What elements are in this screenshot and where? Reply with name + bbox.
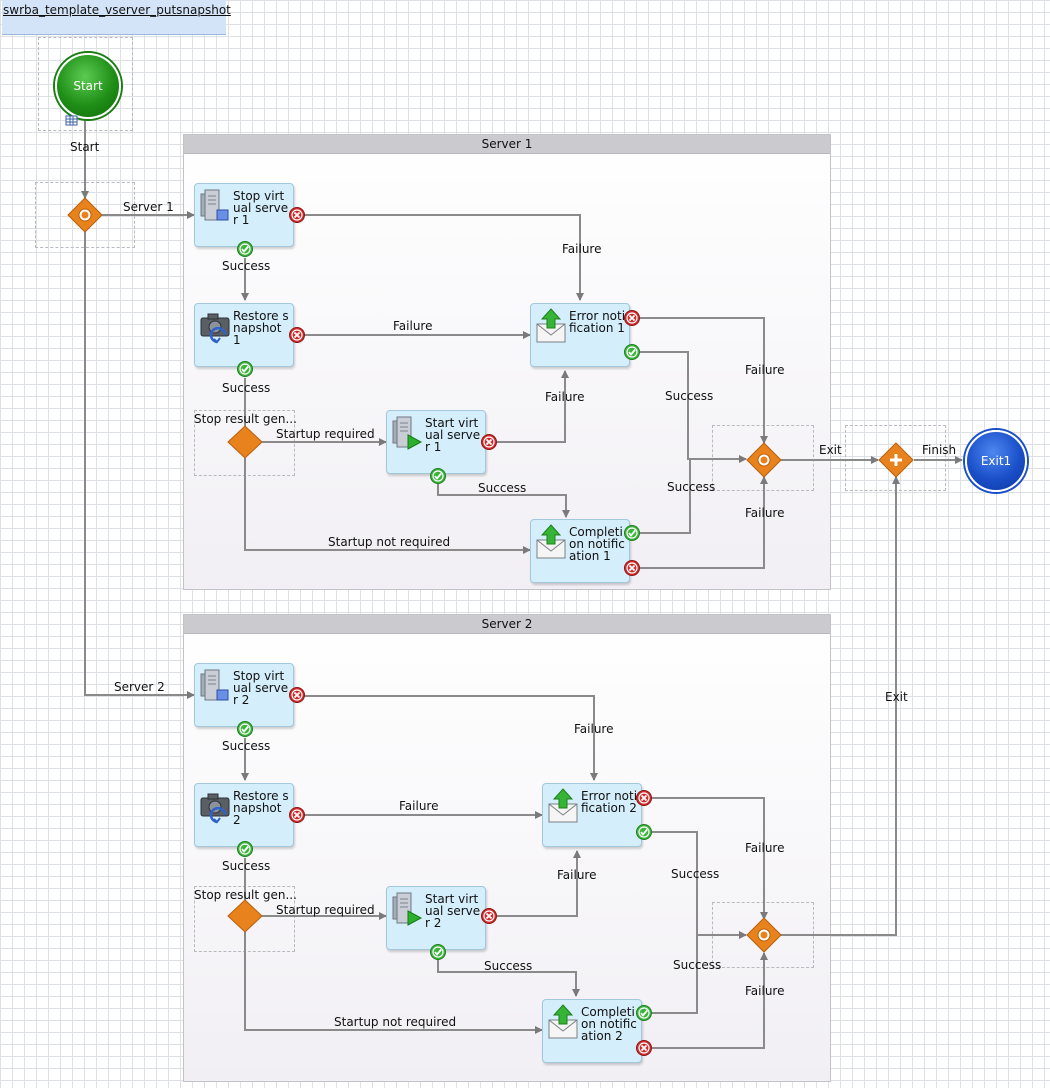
success-icon[interactable] (635, 1004, 653, 1022)
diagram-tab-title: swrba_template_vserver_putsnapshot (3, 3, 231, 17)
decision-1-label: Stop result gen... (194, 412, 297, 426)
task-start-server-1[interactable]: Start virtual server 1 (386, 410, 486, 474)
edge-label: Failure (399, 799, 439, 813)
failure-icon[interactable] (623, 309, 641, 327)
camera-restore-icon (200, 793, 230, 824)
join-gateway[interactable] (878, 442, 914, 478)
edge-label: Success (673, 958, 722, 972)
edge-label: Startup required (276, 427, 375, 441)
task-stop-server-1-label: Stop virtual server 1 (233, 189, 289, 227)
camera-restore-icon (200, 313, 230, 344)
start-node[interactable]: Start (55, 53, 121, 119)
exit-node-badge: Exit1 (980, 454, 1012, 468)
start-node-badge: Start (73, 79, 103, 93)
edge-label: Startup required (276, 903, 375, 917)
lane-server-2-title: Server 2 (184, 615, 830, 634)
decision-1-gateway[interactable] (227, 425, 263, 459)
edge-label: Server 2 (114, 680, 165, 694)
failure-icon[interactable] (635, 789, 653, 807)
success-icon[interactable] (236, 840, 254, 858)
edge-label: Failure (745, 984, 785, 998)
task-restore-snapshot-1-label: Restore snapshot 1 (233, 309, 289, 347)
edge-label: Failure (557, 868, 597, 882)
edge-label: Failure (562, 242, 602, 256)
mail-send-icon (536, 308, 566, 343)
split-gateway[interactable] (67, 197, 103, 233)
edge-label: Exit (819, 443, 842, 457)
edge-label: Finish (922, 443, 957, 457)
exit-node[interactable]: Exit1 (965, 430, 1027, 492)
mail-send-icon (536, 524, 566, 559)
lane-server-1-title: Server 1 (184, 135, 830, 154)
task-error-notification-1-label: Error notification 1 (569, 309, 626, 335)
edge-label: Failure (745, 363, 785, 377)
task-completion-notification-2-label: Completion notification 2 (581, 1005, 637, 1043)
success-icon[interactable] (236, 240, 254, 258)
edge-label: Success (671, 867, 720, 881)
success-icon[interactable] (236, 360, 254, 378)
task-stop-server-2-label: Stop virtual server 2 (233, 669, 289, 707)
edge-label: Failure (745, 506, 785, 520)
edge-label: Success (222, 739, 271, 753)
edge-label: Startup not required (334, 1015, 457, 1029)
edge-label: Startup not required (328, 535, 451, 549)
task-completion-notification-1[interactable]: Completion notification 1 (530, 519, 630, 583)
diagram-tab[interactable]: swrba_template_vserver_putsnapshot (2, 0, 231, 35)
mail-send-icon (548, 788, 578, 823)
success-icon[interactable] (635, 823, 653, 841)
edge-label: Failure (393, 319, 433, 333)
success-icon[interactable] (236, 720, 254, 738)
failure-icon[interactable] (288, 806, 306, 824)
edge-label: Success (222, 859, 271, 873)
success-icon[interactable] (623, 524, 641, 542)
merge-2-gateway[interactable] (746, 917, 782, 953)
edge-label: Failure (574, 722, 614, 736)
failure-icon[interactable] (635, 1039, 653, 1057)
server-stop-icon (200, 189, 229, 221)
edge-label: Success (222, 259, 271, 273)
success-icon[interactable] (429, 943, 447, 961)
task-completion-notification-1-label: Completion notification 1 (569, 525, 625, 563)
server-start-icon (392, 892, 423, 926)
task-error-notification-1[interactable]: Error notification 1 (530, 303, 630, 367)
edge-label: Success (484, 959, 533, 973)
failure-icon[interactable] (288, 326, 306, 344)
decision-2-label: Stop result gen... (194, 888, 297, 902)
success-icon[interactable] (623, 343, 641, 361)
task-start-server-2[interactable]: Start virtual server 2 (386, 886, 486, 950)
task-stop-server-1[interactable]: Stop virtual server 1 (194, 183, 294, 247)
success-icon[interactable] (429, 467, 447, 485)
task-restore-snapshot-2-label: Restore snapshot 2 (233, 789, 289, 827)
decision-2-gateway[interactable] (227, 899, 263, 933)
task-completion-notification-2[interactable]: Completion notification 2 (542, 999, 642, 1063)
task-error-notification-2-label: Error notification 2 (581, 789, 638, 815)
edge-label: Exit (885, 690, 908, 704)
edge-label: Success (667, 480, 716, 494)
edge-label: Failure (745, 841, 785, 855)
merge-1-gateway[interactable] (746, 442, 782, 478)
failure-icon[interactable] (480, 433, 498, 451)
server-stop-icon (200, 669, 229, 701)
edge-label: Server 1 (123, 200, 174, 214)
edge-label: Failure (545, 390, 585, 404)
task-start-server-1-label: Start virtual server 1 (425, 416, 481, 454)
mail-send-icon (548, 1004, 578, 1039)
failure-icon[interactable] (480, 907, 498, 925)
edge-label: Success (665, 389, 714, 403)
edge-label: Success (222, 381, 271, 395)
failure-icon[interactable] (288, 686, 306, 704)
server-start-icon (392, 416, 423, 450)
task-error-notification-2[interactable]: Error notification 2 (542, 783, 642, 847)
failure-icon[interactable] (288, 206, 306, 224)
start-label: Start (70, 140, 100, 154)
edge-label: Success (478, 481, 527, 495)
task-start-server-2-label: Start virtual server 2 (425, 892, 481, 930)
failure-icon[interactable] (623, 559, 641, 577)
